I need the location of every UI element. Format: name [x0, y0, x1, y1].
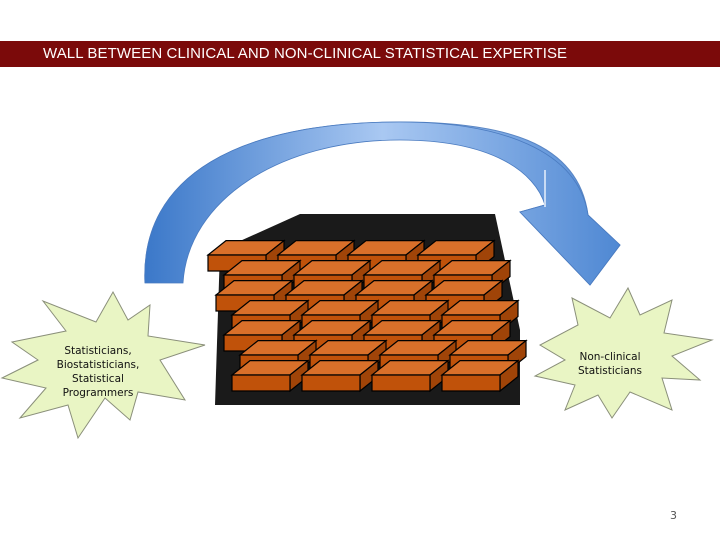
right-burst-line: Statisticians [577, 365, 642, 377]
title-bar: WALL BETWEEN CLINICAL AND NON-CLINICAL S… [0, 41, 720, 67]
left-burst-line: Programmers [62, 387, 134, 399]
left-burst-line: Statisticians, [64, 345, 132, 357]
brick [440, 359, 520, 393]
right-burst-label: Non-clinical Statisticians [560, 350, 660, 378]
left-starburst [0, 290, 206, 440]
left-burst-label: Statisticians, Biostatisticians, Statist… [42, 344, 154, 400]
left-burst-line: Biostatisticians, [56, 359, 140, 371]
slide-title: WALL BETWEEN CLINICAL AND NON-CLINICAL S… [43, 45, 568, 62]
curved-arrow [144, 121, 621, 286]
page-number: 3 [670, 509, 677, 522]
brick-wall [206, 214, 528, 405]
brick [300, 359, 380, 393]
right-starburst [533, 286, 714, 419]
brick [230, 359, 310, 393]
brick [370, 359, 450, 393]
left-burst-line: Statistical [72, 373, 124, 385]
right-burst-line: Non-clinical [579, 351, 641, 363]
